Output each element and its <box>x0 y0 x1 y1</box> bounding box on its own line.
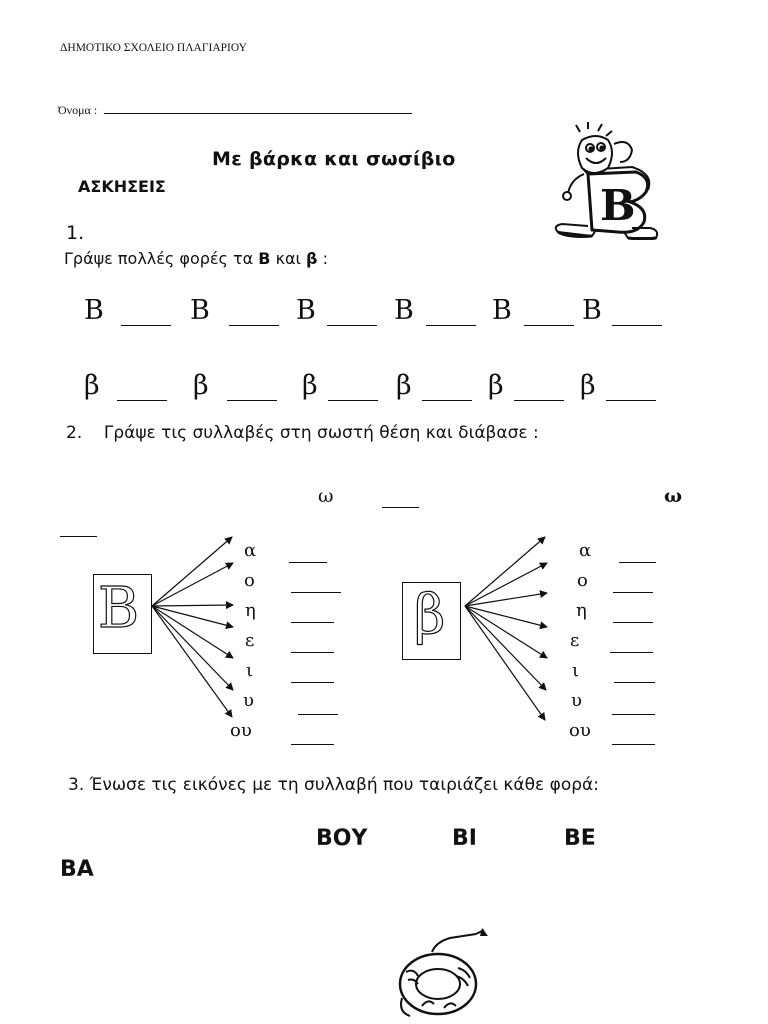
exercise1-instruction: Γράψε πολλές φορές τα Β και β : <box>64 249 328 268</box>
page-title: Με βάρκα και σωσίβιο <box>212 148 456 170</box>
name-row: Όνομα : <box>58 103 413 118</box>
write-line[interactable] <box>426 324 476 326</box>
vowel: υ <box>243 690 254 711</box>
vowel: ου <box>230 720 252 741</box>
lower-letter: β <box>580 370 596 401</box>
syllable-ba: ΒΑ <box>60 857 94 882</box>
lower-letter: β <box>84 370 100 401</box>
write-line[interactable] <box>514 399 564 401</box>
upper-letter: Β <box>492 295 512 326</box>
write-line[interactable] <box>619 561 656 563</box>
write-line[interactable] <box>612 743 655 745</box>
exercise1-letter-upper: Β <box>258 249 271 268</box>
write-line[interactable] <box>291 591 341 593</box>
write-line[interactable] <box>613 591 653 593</box>
write-line[interactable] <box>524 324 574 326</box>
school-name: ΔΗΜΟΤΙΚΟ ΣΧΟΛΕΙΟ ΠΛΑΓΙΑΡΙΟΥ <box>60 42 247 54</box>
vowel: ι <box>572 660 580 681</box>
exercise1-number: 1. <box>66 222 85 244</box>
exercise1-instruction-and: και <box>270 249 307 268</box>
lower-letter: β <box>396 370 412 401</box>
write-line[interactable] <box>422 399 472 401</box>
exercise2-number: 2. <box>66 423 83 443</box>
vowel: ο <box>577 570 588 591</box>
write-line[interactable] <box>227 399 277 401</box>
write-line[interactable] <box>291 651 334 653</box>
write-line[interactable] <box>612 713 655 715</box>
lower-letter: β <box>488 370 504 401</box>
upper-letter: Β <box>394 295 414 326</box>
write-line[interactable] <box>121 324 171 326</box>
letter-b-mascot-icon: B <box>554 122 659 240</box>
vowel: α <box>244 540 257 561</box>
letter-box-lower: β <box>402 582 461 660</box>
omega-left: ω <box>318 485 334 507</box>
box-letter-upper: Β <box>97 576 140 641</box>
svg-text:B: B <box>600 181 636 230</box>
syllable-be: ΒΕ <box>564 826 596 851</box>
name-line[interactable] <box>104 112 413 114</box>
exercises-heading: ΑΣΚΗΣΕΙΣ <box>78 177 166 196</box>
vowel: ι <box>246 660 254 681</box>
lower-letter: β <box>193 370 209 401</box>
exercise1-instruction-prefix: Γράψε πολλές φορές τα <box>64 249 259 268</box>
vowel: ο <box>244 570 255 591</box>
vowel: ου <box>569 720 591 741</box>
name-label: Όνομα : <box>58 103 98 117</box>
exercise3-instruction: 3. Ένωσε τις εικόνες με τη συλλαβή που τ… <box>68 772 678 799</box>
write-line[interactable] <box>382 506 419 508</box>
write-line[interactable] <box>291 743 334 745</box>
syllable-bi: ΒΙ <box>452 826 477 851</box>
exercise2-instruction-text: Γράψε τις συλλαβές στη σωστή θέση και δι… <box>103 423 539 443</box>
vowel: ε <box>245 630 255 651</box>
exercise3-instruction-text: Ένωσε τις εικόνες με τη συλλαβή που ταιρ… <box>89 775 599 795</box>
write-line[interactable] <box>289 561 327 563</box>
vowel: η <box>245 600 256 621</box>
write-line[interactable] <box>614 681 655 683</box>
upper-letter: Β <box>190 295 210 326</box>
write-line[interactable] <box>60 535 97 537</box>
exercise1-letter-lower: β <box>306 249 318 268</box>
write-line[interactable] <box>117 399 167 401</box>
write-line[interactable] <box>291 681 334 683</box>
box-letter-lower: β <box>413 583 446 646</box>
vowel: ε <box>570 630 580 651</box>
exercise3-number: 3. <box>68 775 85 795</box>
vowel: υ <box>571 690 582 711</box>
lower-letter: β <box>302 370 318 401</box>
write-line[interactable] <box>328 399 378 401</box>
write-line[interactable] <box>610 651 653 653</box>
upper-letter: Β <box>296 295 316 326</box>
letter-box-upper: Β <box>93 574 152 654</box>
write-line[interactable] <box>612 324 662 326</box>
vowel: η <box>576 600 587 621</box>
write-line[interactable] <box>298 713 338 715</box>
write-line[interactable] <box>291 621 334 623</box>
lifebuoy-icon <box>398 928 488 1017</box>
vowel: α <box>579 540 592 561</box>
upper-letter: Β <box>84 295 104 326</box>
exercise1-instruction-suffix: : <box>317 249 328 268</box>
write-line[interactable] <box>327 324 377 326</box>
exercise2-instruction: 2. Γράψε τις συλλαβές στη σωστή θέση και… <box>66 423 539 443</box>
omega-right: ω <box>664 485 683 507</box>
syllable-bou: ΒΟΥ <box>316 826 368 851</box>
write-line[interactable] <box>229 324 279 326</box>
upper-letter: Β <box>582 295 602 326</box>
write-line[interactable] <box>613 621 653 623</box>
write-line[interactable] <box>606 399 656 401</box>
